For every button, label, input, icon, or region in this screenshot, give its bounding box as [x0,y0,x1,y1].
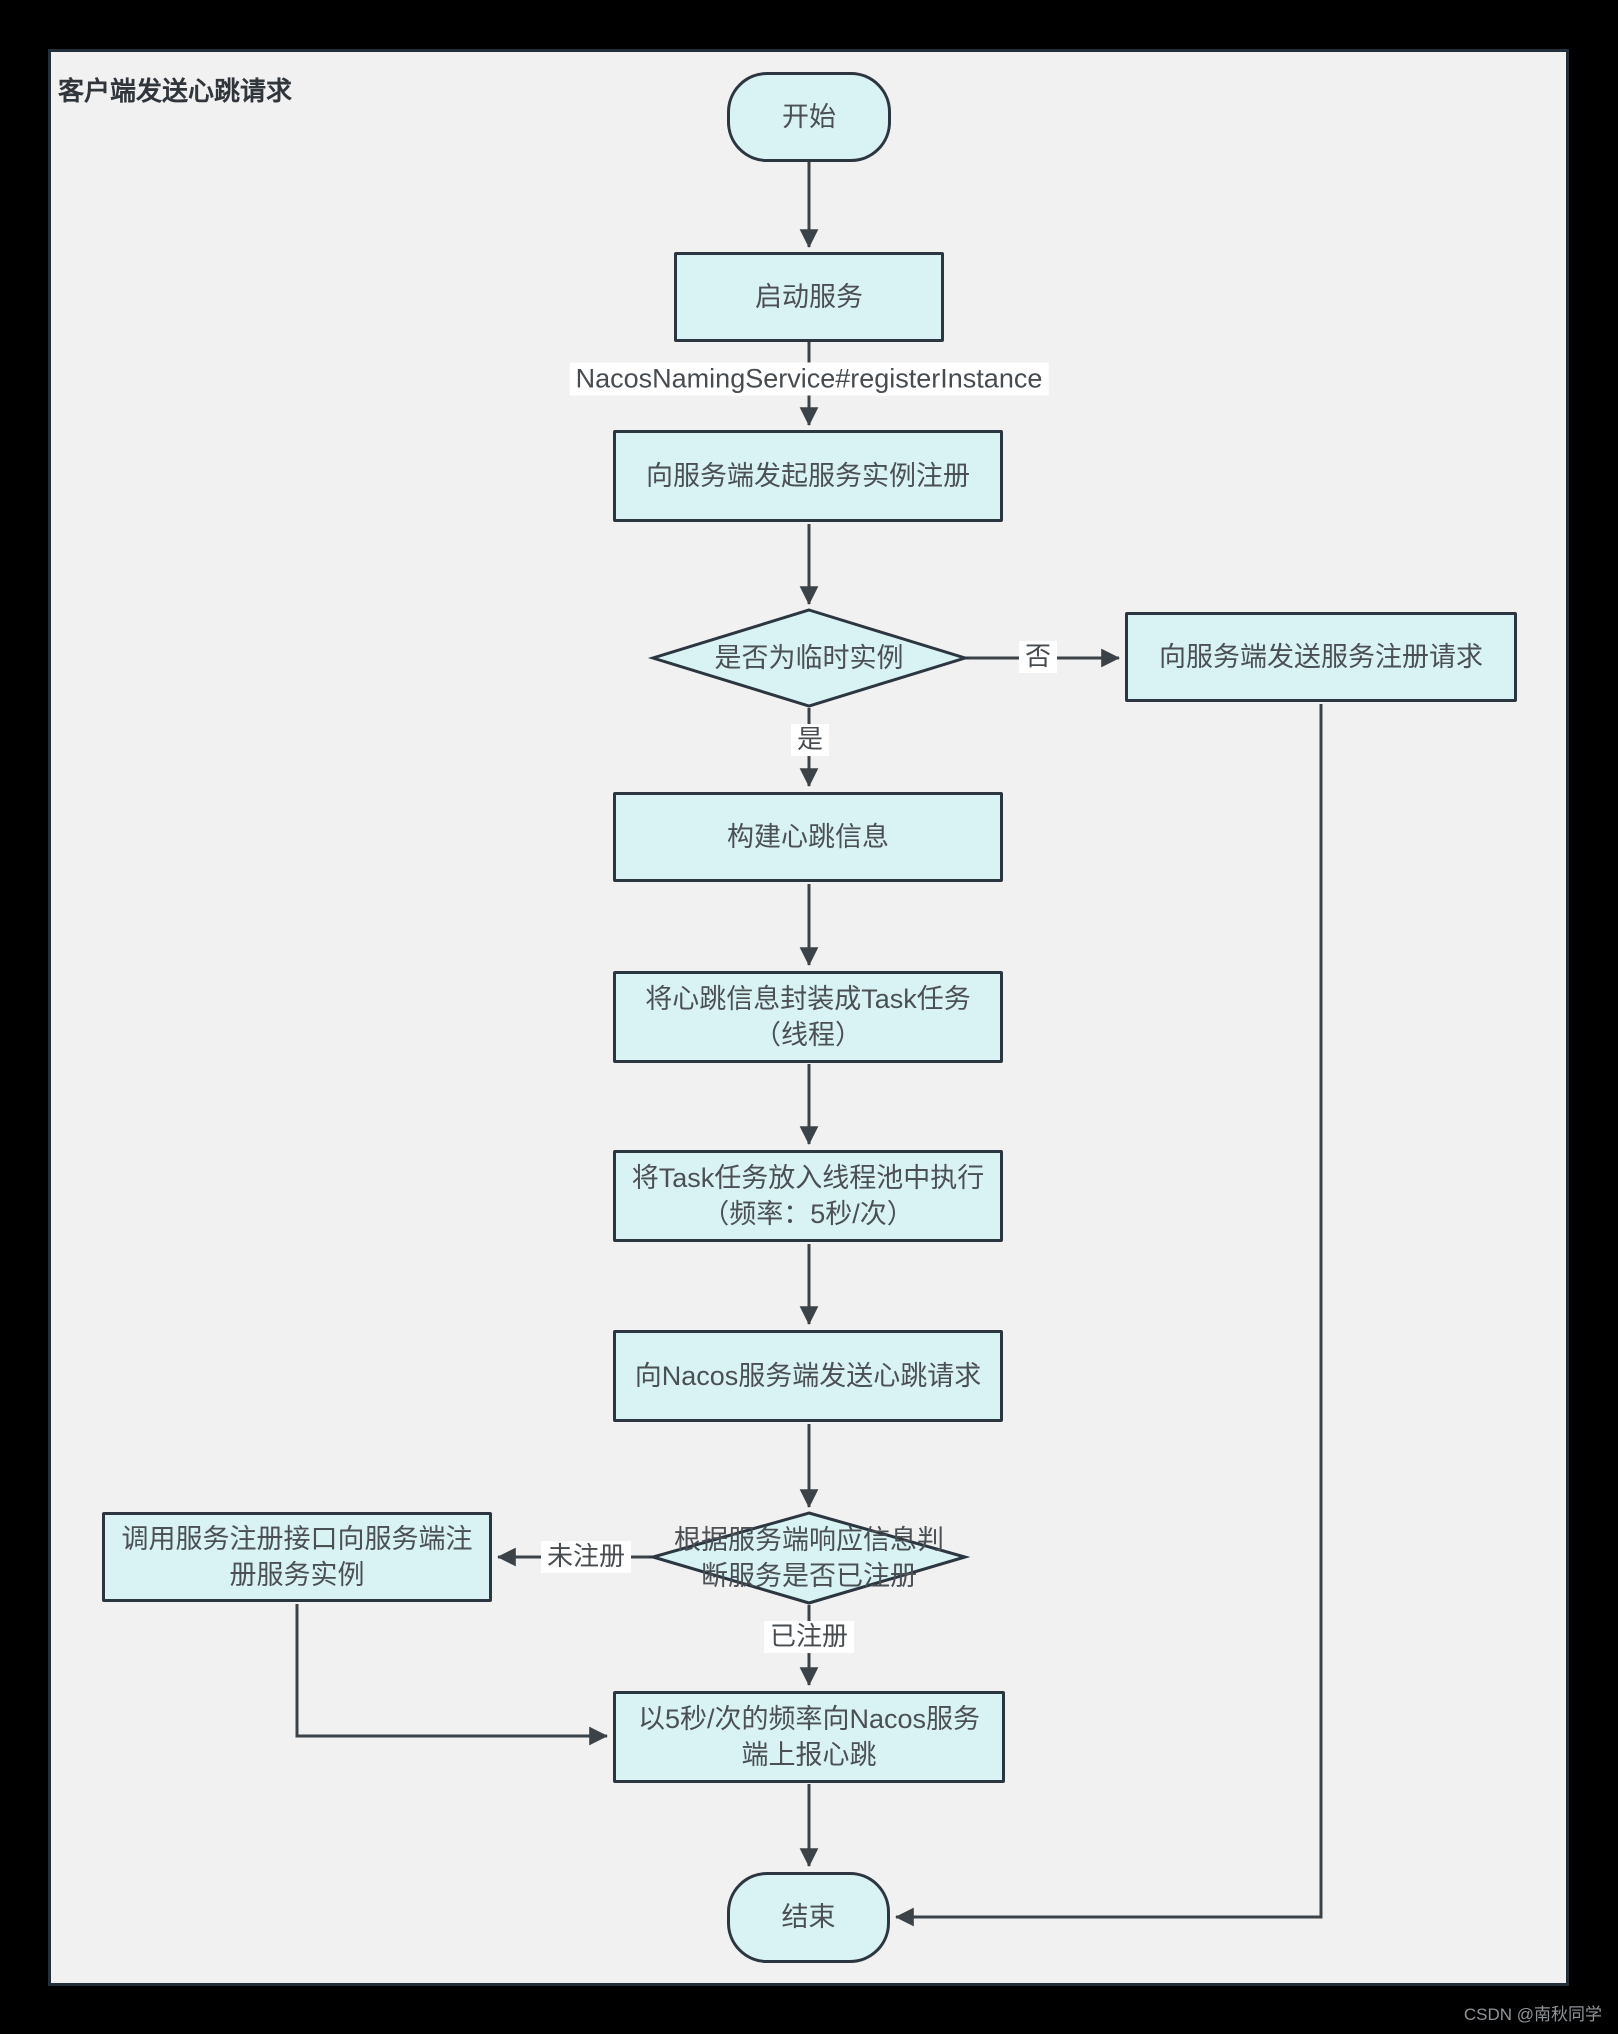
node-send-heartbeat: 向Nacos服务端发送心跳请求 [613,1330,1003,1422]
node-start: 开始 [727,72,891,162]
edge-right-branch-to-end [895,704,1323,1927]
decision-ephemeral-diamond [647,608,971,708]
edge-label-not-registered: 未注册 [540,1541,632,1573]
edge-left-branch-to-report [295,1604,608,1746]
decision-shapes [647,608,971,1605]
node-build-heartbeat: 构建心跳信息 [613,792,1003,882]
watermark: CSDN @南秋同学 [1463,2005,1602,2024]
node-schedule-task: 将Task任务放入线程池中执行 （频率：5秒/次） [613,1150,1003,1242]
node-report-heartbeat: 以5秒/次的频率向Nacos服务 端上报心跳 [613,1691,1005,1783]
diagram-title: 客户端发送心跳请求 [58,76,293,106]
node-end: 结束 [727,1872,890,1963]
edge-label-yes: 是 [790,724,830,756]
node-send-register-request: 向服务端发送服务注册请求 [1125,612,1517,702]
node-start-service: 启动服务 [674,252,944,342]
edge-label-method: NacosNamingService#registerInstance [569,362,1049,396]
node-register-instance: 向服务端发起服务实例注册 [613,430,1003,522]
decision-registered-diamond [647,1511,971,1605]
node-wrap-task: 将心跳信息封装成Task任务 （线程） [613,971,1003,1063]
edge-label-no: 否 [1018,641,1058,673]
edge-label-registered: 已注册 [763,1621,855,1653]
node-call-register-api: 调用服务注册接口向服务端注 册服务实例 [102,1512,492,1602]
